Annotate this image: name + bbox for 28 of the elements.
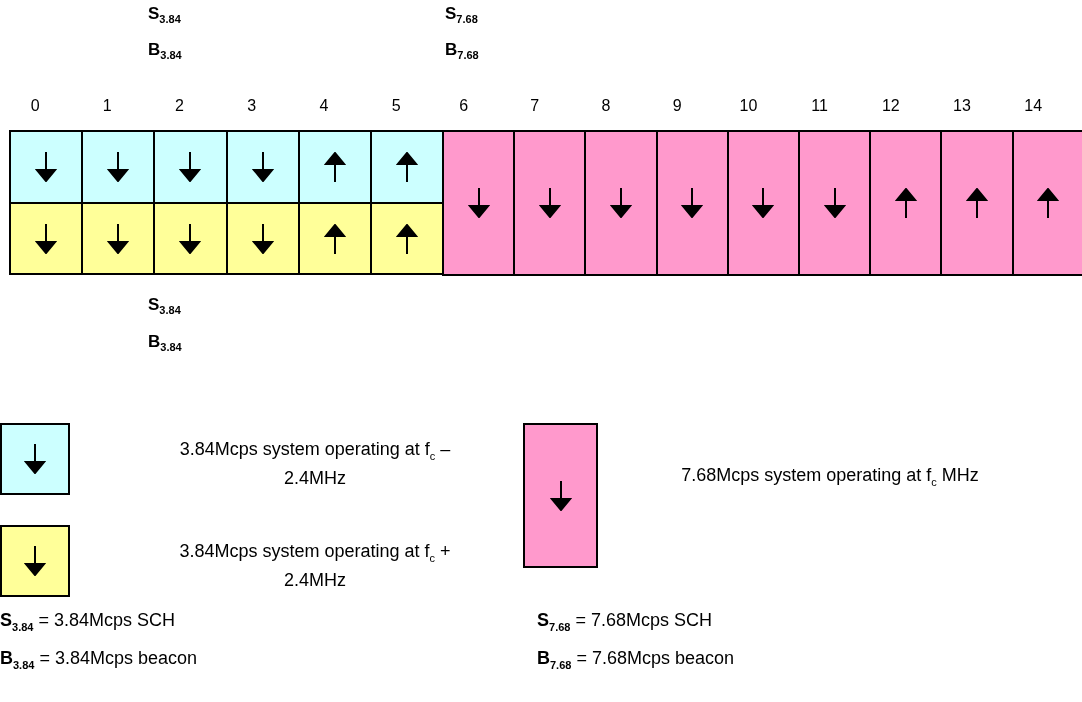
slot-marker: B$_{7.68}$	[445, 40, 479, 62]
legend-text: 3.84Mcps system operating at f$_{c}$ + 2.4MHz	[178, 540, 452, 591]
slot-number: 3	[246, 97, 258, 115]
slot-marker: S$_{7.68}$	[445, 4, 478, 26]
definition-text: B$_{3.84}$ = 3.84Mcps beacon	[0, 648, 198, 671]
slot-number: 12	[880, 97, 901, 115]
slot-number: 9	[671, 97, 683, 115]
slot-number: 1	[101, 97, 113, 115]
slot-number: 5	[390, 97, 402, 115]
legend-text: 3.84Mcps system operating at f$_{c}$ – 2.4MHz	[178, 438, 452, 489]
slot-marker: B$_{3.84}$	[148, 332, 182, 354]
definition-text: S$_{7.68}$ = 7.68Mcps SCH	[537, 610, 712, 633]
slot-marker: B$_{3.84}$	[148, 40, 182, 62]
slot-number: 0	[29, 97, 41, 115]
slot-marker: S$_{3.84}$	[148, 4, 181, 26]
slot-number: 11	[810, 97, 829, 115]
slot-number: 7	[529, 97, 541, 115]
slot-number: 10	[738, 97, 759, 115]
slot-marker: S$_{3.84}$	[148, 295, 181, 317]
slot-number: 4	[318, 97, 330, 115]
slot-number: 2	[174, 97, 185, 115]
legend-text: 7.68Mcps system operating at f$_{c}$ MHz	[680, 464, 980, 490]
slot-number: 13	[952, 97, 972, 115]
definition-text: B$_{7.68}$ = 7.68Mcps beacon	[537, 648, 735, 671]
definition-text: S$_{3.84}$ = 3.84Mcps SCH	[0, 610, 175, 633]
slot-number: 14	[1023, 97, 1044, 115]
slot-number: 8	[600, 97, 612, 115]
slot-number: 6	[458, 97, 470, 115]
